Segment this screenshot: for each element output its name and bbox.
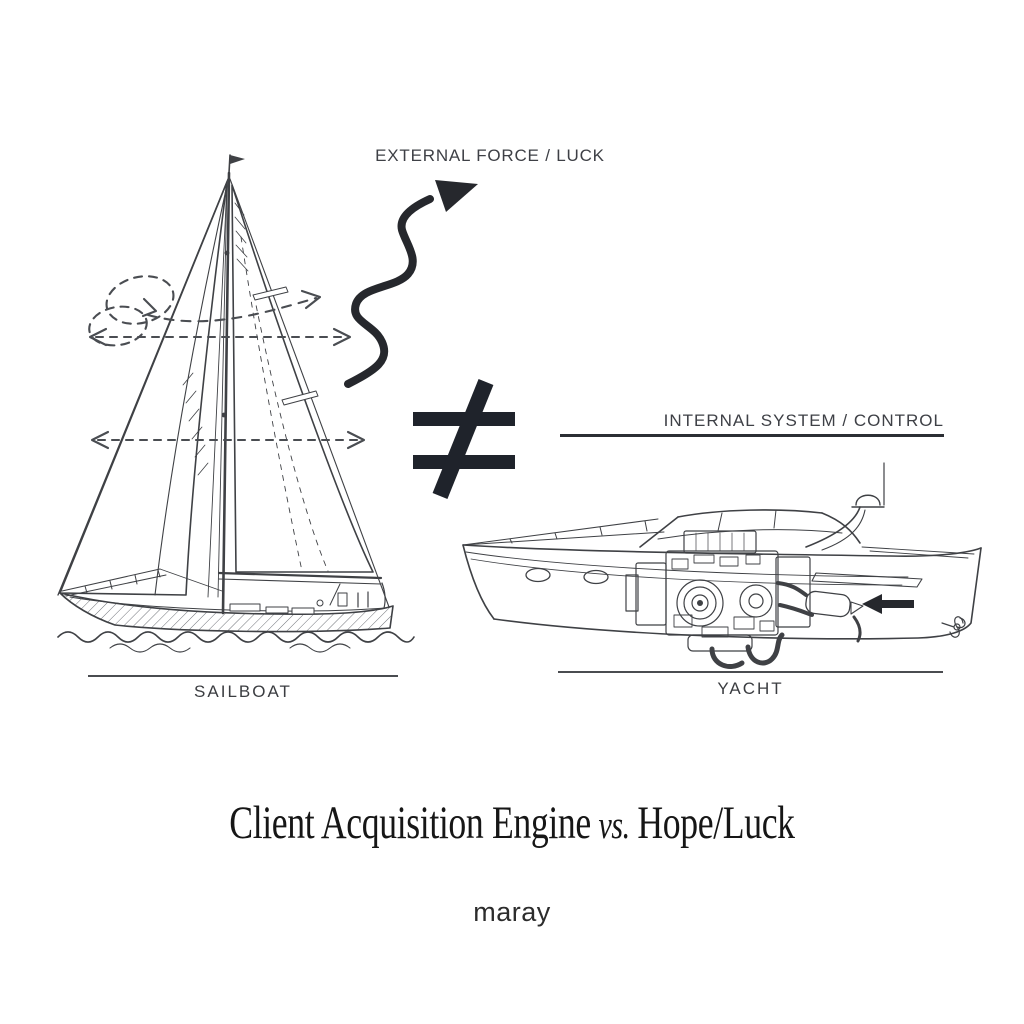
propeller-icon (941, 616, 966, 638)
jib-hatching (182, 372, 209, 476)
mainsail-hatching (234, 202, 249, 272)
yacht-caption: YACHT (717, 679, 784, 698)
pulley-icon (739, 584, 773, 618)
boom (217, 571, 383, 606)
wind-arrow-upper (88, 327, 352, 347)
wind-annotations (88, 275, 366, 450)
sailboat-drawing (40, 145, 420, 665)
not-equal-icon: ≠ (405, 372, 525, 512)
stern-staff (381, 582, 386, 609)
flywheel-icon (676, 579, 724, 627)
sailboat-caption-rule (88, 675, 398, 677)
deck-hatch (265, 606, 289, 614)
internal-system-label: INTERNAL SYSTEM / CONTROL (663, 411, 944, 430)
porthole (583, 569, 609, 585)
engine-hose (709, 646, 745, 669)
sail-batten (252, 286, 289, 301)
exhaust-pipe (852, 615, 862, 643)
cabin (639, 509, 861, 548)
waterline (57, 631, 415, 653)
deck-hatch (291, 607, 315, 615)
external-force-label: EXTERNAL FORCE / LUCK (375, 146, 605, 165)
muffler-icon (805, 590, 851, 618)
masthead-pennant-icon (230, 155, 245, 164)
porthole (525, 567, 551, 583)
yacht-hull (462, 544, 982, 640)
squiggle-arrow-icon (332, 172, 492, 392)
radar-arch (805, 462, 975, 559)
winch-icon (316, 599, 324, 607)
yacht-drawing (450, 455, 990, 675)
sail-batten (281, 390, 319, 406)
internal-system-rule (560, 434, 944, 437)
engine-hose (745, 632, 785, 666)
brand-logo: maray (473, 897, 551, 927)
wind-arrow-lower (90, 430, 366, 450)
hull-window-slot (811, 572, 923, 588)
bow-railing (61, 568, 223, 597)
radar-dome (855, 494, 881, 506)
headline-vs: vs. (598, 803, 630, 847)
engine-cutaway (625, 530, 864, 669)
deck-hatch (229, 603, 261, 612)
jib-sail (59, 181, 228, 598)
sailboat-caption: SAILBOAT (194, 682, 292, 701)
headline-alternative: Hope/Luck (637, 797, 795, 849)
wind-curved-arrow (146, 289, 322, 323)
foredeck (462, 518, 665, 546)
mainsail (231, 184, 374, 573)
headline-engine: Client Acquisition Engine (229, 797, 591, 849)
cockpit-console (337, 592, 348, 607)
thrust-arrow-icon (862, 594, 914, 614)
yacht-caption-rule (558, 671, 943, 673)
mast (221, 154, 245, 615)
hull (59, 568, 394, 633)
